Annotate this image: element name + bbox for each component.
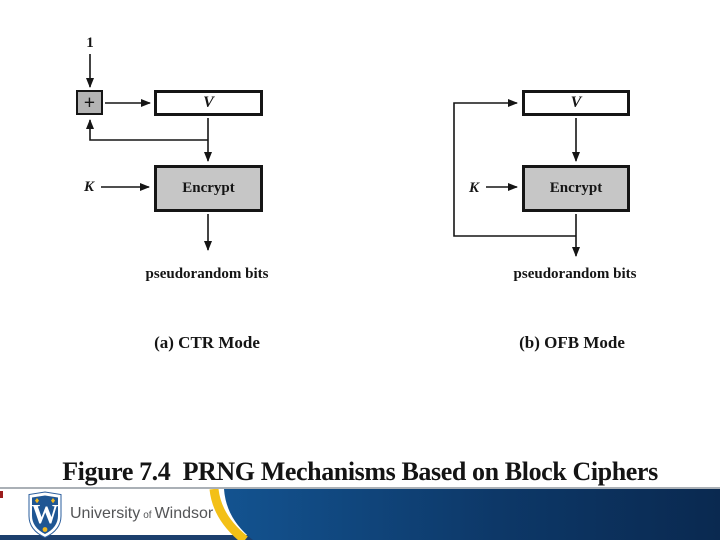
footer-blue-band (224, 489, 720, 540)
b-key-label: K (468, 180, 479, 196)
university-wordmark: University of Windsor (70, 489, 213, 535)
of-word: of (143, 510, 152, 521)
figure-caption: Figure 7.4 PRNG Mechanisms Based on Bloc… (62, 457, 658, 486)
shield-w-monogram: W (32, 499, 59, 529)
footer-band (0, 489, 720, 540)
a-feedback-v-to-plus (86, 119, 208, 141)
shield-field (32, 495, 58, 534)
shield-lamp-icon (42, 527, 48, 532)
windsor-word: Windsor (154, 505, 214, 522)
a-plus-box: + (76, 90, 103, 115)
a-key-label: K (83, 179, 94, 195)
a-increment-label: 1 (86, 35, 94, 51)
b-mode-title: (b) OFB Mode (519, 333, 625, 352)
b-output-label: pseudorandom bits (513, 266, 637, 282)
caption-divider (0, 487, 720, 489)
footer-bar: W University of Windsor (0, 489, 720, 540)
a-mode-title: (a) CTR Mode (154, 333, 260, 352)
footer-yellow-stripe (209, 489, 248, 540)
left-edge-red-accent (0, 491, 3, 498)
a-encrypt-box: Encrypt (154, 165, 263, 212)
a-output-label: pseudorandom bits (145, 266, 269, 282)
b-seed-v-box: V (522, 90, 630, 116)
university-word: University (70, 505, 141, 522)
university-shield-logo: W (28, 491, 62, 539)
b-encrypt-box: Encrypt (522, 165, 630, 212)
a-seed-v-box: V (154, 90, 263, 116)
diagram-wires (86, 54, 580, 257)
